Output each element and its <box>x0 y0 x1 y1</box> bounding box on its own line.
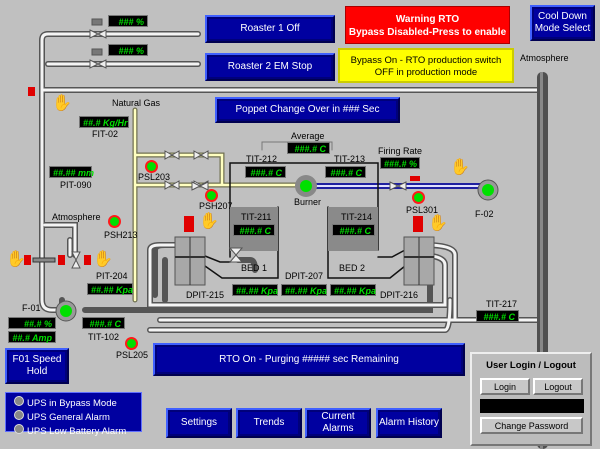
change-password-button[interactable]: Change Password <box>480 417 583 434</box>
psl203-label: PSL203 <box>138 172 171 182</box>
psh207-label: PSH207 <box>199 201 233 211</box>
rto-purge-status-button[interactable]: RTO On - Purging ##### sec Remaining <box>153 343 465 376</box>
dpit207-display: ##.## Kpa <box>281 284 327 296</box>
tit213-label: TIT-213 <box>334 154 366 164</box>
atmosphere-vent-label: Atmosphere <box>52 212 101 222</box>
psl301-label: PSL301 <box>406 205 439 215</box>
manual-hand-icon[interactable]: ✋ <box>52 95 72 112</box>
dpit207-label: DPIT-207 <box>285 271 324 281</box>
manual-hand-icon[interactable]: ✋ <box>199 213 219 230</box>
firing-rate-display: ###.# % <box>380 157 420 169</box>
manual-hand-icon[interactable]: ✋ <box>93 251 113 268</box>
f01-amp-display: ##.# Amp <box>8 331 56 343</box>
valve-1-position-display: ### % <box>108 15 148 27</box>
psh207-indicator <box>205 189 218 202</box>
tit211-label: TIT-211 <box>241 212 272 222</box>
ups-battery-label: UPS Low Battery Alarm <box>27 426 127 437</box>
tit217-display: ###.# C <box>476 310 519 322</box>
psh213-indicator <box>108 215 121 228</box>
tit211-display: ###.# C <box>233 224 275 236</box>
average-temp-display: ###.# C <box>287 142 330 154</box>
bypass-line-2: OFF in production mode <box>374 67 478 78</box>
warning-line-2: Bypass Disabled-Press to enable <box>348 27 507 38</box>
trends-button[interactable]: Trends <box>236 408 302 438</box>
bypass-warning-button[interactable]: Warning RTO Bypass Disabled-Press to enab… <box>345 6 510 44</box>
ups-status-panel: UPS in Bypass Mode UPS General Alarm UPS… <box>5 392 142 437</box>
tit212-label: TIT-212 <box>246 154 278 164</box>
settings-button[interactable]: Settings <box>166 408 232 438</box>
f01-speed-hold-button[interactable]: F01 Speed Hold <box>5 348 69 384</box>
pit204-display: ##.## Kpa <box>87 283 133 295</box>
roaster-1-off-button[interactable]: Roaster 1 Off <box>205 15 335 43</box>
alarm-history-button[interactable]: Alarm History <box>376 408 442 438</box>
status-lamp-icon <box>14 410 24 420</box>
pit090-display: ##.## mm <box>49 166 94 178</box>
pit204-label: PIT-204 <box>96 271 128 281</box>
dpit216-display: ##.## Kpa <box>330 284 376 296</box>
ups-general-row: UPS General Alarm <box>14 410 141 424</box>
f02-label: F-02 <box>475 209 494 219</box>
current-user-field <box>480 399 584 413</box>
damper-actuator <box>28 87 35 96</box>
manual-hand-icon[interactable]: ✋ <box>6 251 26 268</box>
bed1-label: BED 1 <box>241 263 268 273</box>
warning-line-1: Warning RTO <box>395 14 460 25</box>
login-panel: User Login / Logout Login Logout Change … <box>470 352 592 446</box>
status-lamp-icon <box>14 424 24 434</box>
psl301-indicator <box>412 191 425 204</box>
dpit215-label: DPIT-215 <box>186 290 225 300</box>
valve-2-position-display: ### % <box>108 44 148 56</box>
burner-label: Burner <box>294 197 322 207</box>
pit090-label: PIT-090 <box>60 180 92 190</box>
firing-rate-label: Firing Rate <box>378 146 423 156</box>
ups-general-label: UPS General Alarm <box>27 412 110 423</box>
valves <box>71 18 407 269</box>
status-lamp-icon <box>14 396 24 406</box>
fit02-label: FIT-02 <box>92 129 119 139</box>
tit214-display: ###.# C <box>332 224 375 236</box>
dpit216-label: DPIT-216 <box>380 290 419 300</box>
current-alarms-button[interactable]: Current Alarms <box>305 408 371 438</box>
tit214-label: TIT-214 <box>341 212 373 222</box>
fit02-display: ##.# Kg/Hr <box>79 116 129 128</box>
average-label: Average <box>291 131 325 141</box>
ups-bypass-label: UPS in Bypass Mode <box>27 398 117 409</box>
tit213-display: ###.# C <box>325 166 366 178</box>
manual-hand-icon[interactable]: ✋ <box>428 215 448 232</box>
natural-gas-label: Natural Gas <box>112 98 161 108</box>
login-button[interactable]: Login <box>480 378 530 395</box>
tit217-label: TIT-217 <box>486 299 518 309</box>
dpit215-display: ##.## Kpa <box>232 284 278 296</box>
psl205-label: PSL205 <box>116 350 149 360</box>
manual-hand-icon[interactable]: ✋ <box>450 159 470 176</box>
tit102-label: TIT-102 <box>88 332 120 342</box>
psh213-label: PSH213 <box>104 230 138 240</box>
f01-label: F-01 <box>22 303 41 313</box>
psl203-indicator <box>145 160 158 173</box>
tit102-display: ###.# C <box>82 317 125 329</box>
poppet-changeover-button[interactable]: Poppet Change Over in ### Sec <box>215 97 400 123</box>
roaster-2-em-stop-button[interactable]: Roaster 2 EM Stop <box>205 53 335 81</box>
bed2-label: BED 2 <box>339 263 366 273</box>
ups-bypass-row: UPS in Bypass Mode <box>14 396 141 410</box>
atmosphere-stack-label: Atmosphere <box>520 53 569 63</box>
logout-button[interactable]: Logout <box>533 378 583 395</box>
cool-down-mode-button[interactable]: Cool Down Mode Select <box>530 5 595 41</box>
bypass-line-1: Bypass On - RTO production switch <box>350 55 502 66</box>
ups-battery-row: UPS Low Battery Alarm <box>14 424 141 438</box>
tit212-display: ###.# C <box>245 166 286 178</box>
f01-percent-display: ##.# % <box>8 317 56 329</box>
login-panel-title: User Login / Logout <box>486 360 576 371</box>
psl205-indicator <box>125 337 138 350</box>
